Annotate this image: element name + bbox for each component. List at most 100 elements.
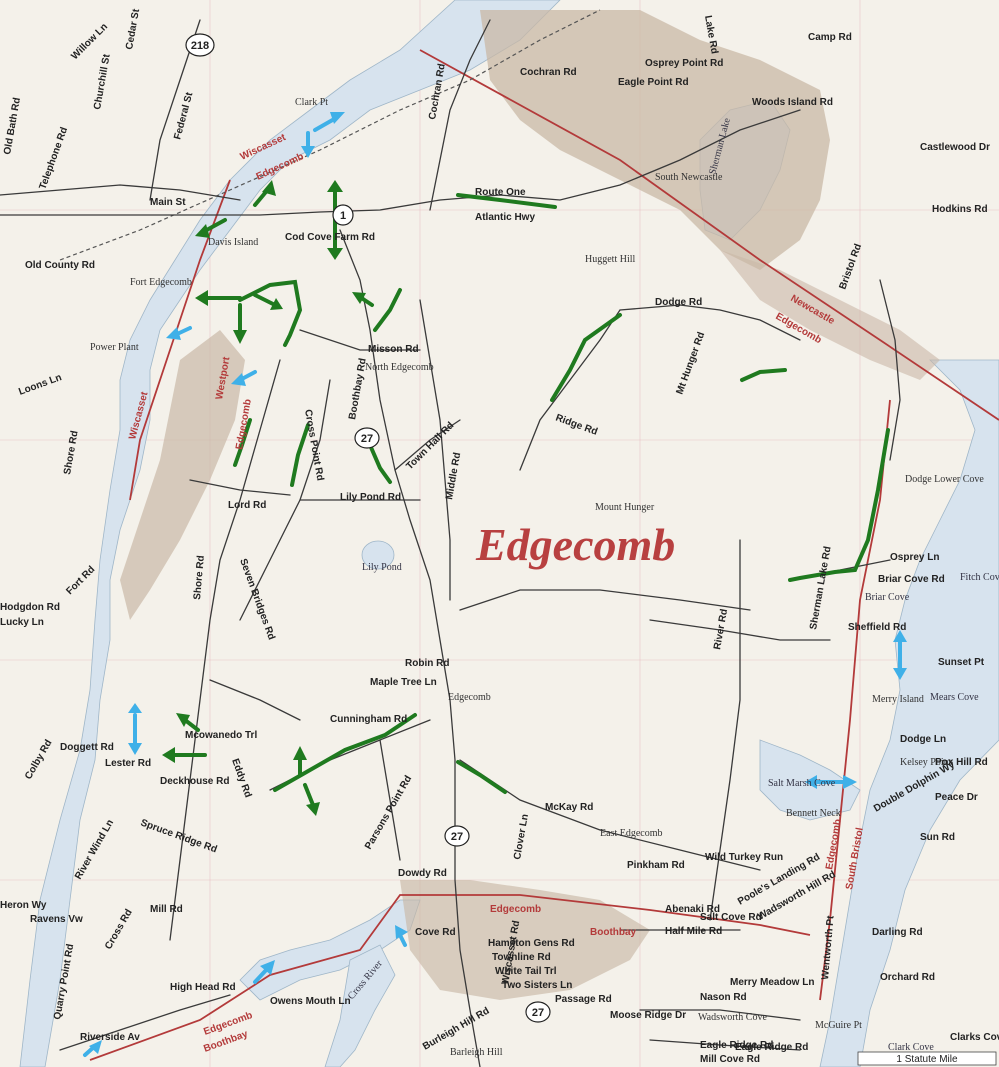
place-label: Edgecomb bbox=[448, 692, 491, 703]
road-label: Mill Rd bbox=[150, 904, 183, 915]
road-label: Eagle Point Rd bbox=[618, 77, 689, 88]
road-label: Moose Ridge Dr bbox=[610, 1010, 686, 1021]
road-label: Salt Cove Rd bbox=[700, 912, 762, 923]
blue-arrow-1 bbox=[313, 112, 345, 132]
boundary-label: Boothbay bbox=[590, 927, 637, 938]
ridge-rd bbox=[519, 309, 621, 471]
place-label: McGuire Pt bbox=[815, 1020, 862, 1031]
road-label: Cod Cove Farm Rd bbox=[285, 232, 375, 243]
blue-arrow-8 bbox=[395, 925, 408, 947]
trail-shore-rd bbox=[233, 418, 252, 467]
place-label: Bennett Neck bbox=[786, 808, 841, 819]
route-shield-218: 218 bbox=[185, 33, 215, 57]
road-label: Owens Mouth Ln bbox=[270, 996, 351, 1007]
lord-rd bbox=[189, 479, 291, 496]
route-shield-label: 218 bbox=[191, 40, 209, 52]
eddy-rd bbox=[209, 679, 301, 721]
place-label: Fitch Cove bbox=[960, 572, 999, 583]
place-label: Lily Pond bbox=[362, 562, 402, 573]
place-label: Huggett Hill bbox=[585, 254, 635, 265]
trail-mckay-rd bbox=[456, 760, 507, 794]
road-label: Riverside Av bbox=[80, 1032, 140, 1043]
road-label: Cochran Rd bbox=[520, 67, 577, 78]
damariscotta-river bbox=[819, 359, 999, 1067]
road-label: Deckhouse Rd bbox=[160, 776, 229, 787]
green-arrow-6 bbox=[253, 293, 283, 310]
trail-segments bbox=[233, 193, 890, 794]
road-label: Hamilton Gens Rd bbox=[488, 938, 575, 949]
road-label: Robin Rd bbox=[405, 658, 449, 669]
place-label: Merry Island bbox=[872, 694, 924, 705]
boundary-label: Edgecomb bbox=[490, 904, 541, 915]
blue-arrow-4 bbox=[231, 370, 257, 386]
route-shield-27-south: 27 bbox=[525, 1001, 551, 1023]
road-label: Osprey Point Rd bbox=[645, 58, 723, 69]
road-label: Peace Dr bbox=[935, 792, 978, 803]
road-label: Townline Rd bbox=[492, 952, 551, 963]
blue-arrow-2 bbox=[301, 131, 315, 158]
place-label: Mears Cove bbox=[930, 692, 979, 703]
green-arrow-5 bbox=[233, 303, 247, 344]
trail-fort-edgecomb bbox=[238, 279, 303, 347]
green-arrow-10 bbox=[293, 746, 307, 777]
road-label: Sheffield Rd bbox=[848, 622, 906, 633]
place-label: Dodge Lower Cove bbox=[905, 474, 984, 485]
road-label: Merry Meadow Ln bbox=[730, 977, 814, 988]
trail-river-rd bbox=[788, 428, 890, 582]
route-one bbox=[0, 109, 801, 216]
place-label: North Edgecomb bbox=[365, 362, 434, 373]
road-label: Eagle Ridge Rd bbox=[735, 1042, 808, 1053]
cochran-rd bbox=[429, 19, 491, 211]
green-arrow-2 bbox=[195, 218, 227, 238]
place-label: Davis Island bbox=[208, 237, 258, 248]
route-shield-27-middle: 27 bbox=[444, 825, 470, 847]
boothbay-hills bbox=[400, 880, 650, 1000]
road-label: Two Sisters Ln bbox=[502, 980, 572, 991]
river-rd-east bbox=[709, 539, 741, 921]
blue-arrow-10 bbox=[83, 1040, 102, 1057]
dodge-rd bbox=[619, 304, 801, 341]
green-arrow-11 bbox=[303, 783, 320, 816]
route-shield-label: 1 bbox=[340, 210, 346, 222]
road-label: Briar Cove Rd bbox=[878, 574, 945, 585]
route-shield-1: 1 bbox=[332, 204, 354, 226]
road-label: Woods Island Rd bbox=[752, 97, 833, 108]
road-label: Eagle Ridge Rd bbox=[700, 1040, 773, 1051]
shore-rd bbox=[169, 359, 281, 941]
blue-arrow-9 bbox=[253, 960, 275, 984]
town-boundaries bbox=[89, 49, 999, 1061]
road-label: Sunset Pt bbox=[938, 657, 985, 668]
road-label: Clarks Cove Rd bbox=[950, 1032, 999, 1043]
cross-river bbox=[324, 944, 396, 1067]
route-shields: 218 1 27 27 27 bbox=[185, 33, 551, 1023]
place-label: East Edgecomb bbox=[600, 828, 662, 839]
cove-rd bbox=[639, 1009, 801, 1021]
edgecomb-southbristol-boundary bbox=[819, 399, 891, 1001]
trail-ridge-rd bbox=[550, 313, 622, 402]
road-label: Dodge Rd bbox=[655, 297, 702, 308]
edgecomb-newcastle-boundary bbox=[419, 49, 999, 421]
route-27 bbox=[339, 229, 481, 1067]
westport-ridge bbox=[120, 330, 245, 620]
road-label: Passage Rd bbox=[555, 994, 612, 1005]
road-label: Shore Rd bbox=[192, 555, 207, 600]
green-arrows bbox=[162, 180, 374, 816]
road-label: Cove Rd bbox=[415, 927, 456, 938]
road-label: Dowdy Rd bbox=[398, 868, 447, 879]
boundary-label: South Newcastle bbox=[655, 172, 723, 183]
road-label: Pox Hill Rd bbox=[935, 757, 988, 768]
road-label: Cunningham Rd bbox=[330, 714, 407, 725]
place-label: Fort Edgecomb bbox=[130, 277, 192, 288]
road-label: Lester Rd bbox=[105, 758, 151, 769]
route-shield-27-north: 27 bbox=[354, 427, 380, 449]
road-label: McKay Rd bbox=[545, 802, 593, 813]
road-label: Castlewood Dr bbox=[920, 142, 990, 153]
map-title: Edgecomb bbox=[475, 519, 675, 570]
middle-rd bbox=[419, 299, 451, 601]
road-label: Sun Rd bbox=[920, 832, 955, 843]
road-label: Mill Cove Rd bbox=[700, 1054, 760, 1065]
road-label: Maple Tree Ln bbox=[370, 677, 437, 688]
place-label: Clark Pt bbox=[295, 97, 328, 108]
trail-boothbay-rd bbox=[368, 443, 392, 484]
